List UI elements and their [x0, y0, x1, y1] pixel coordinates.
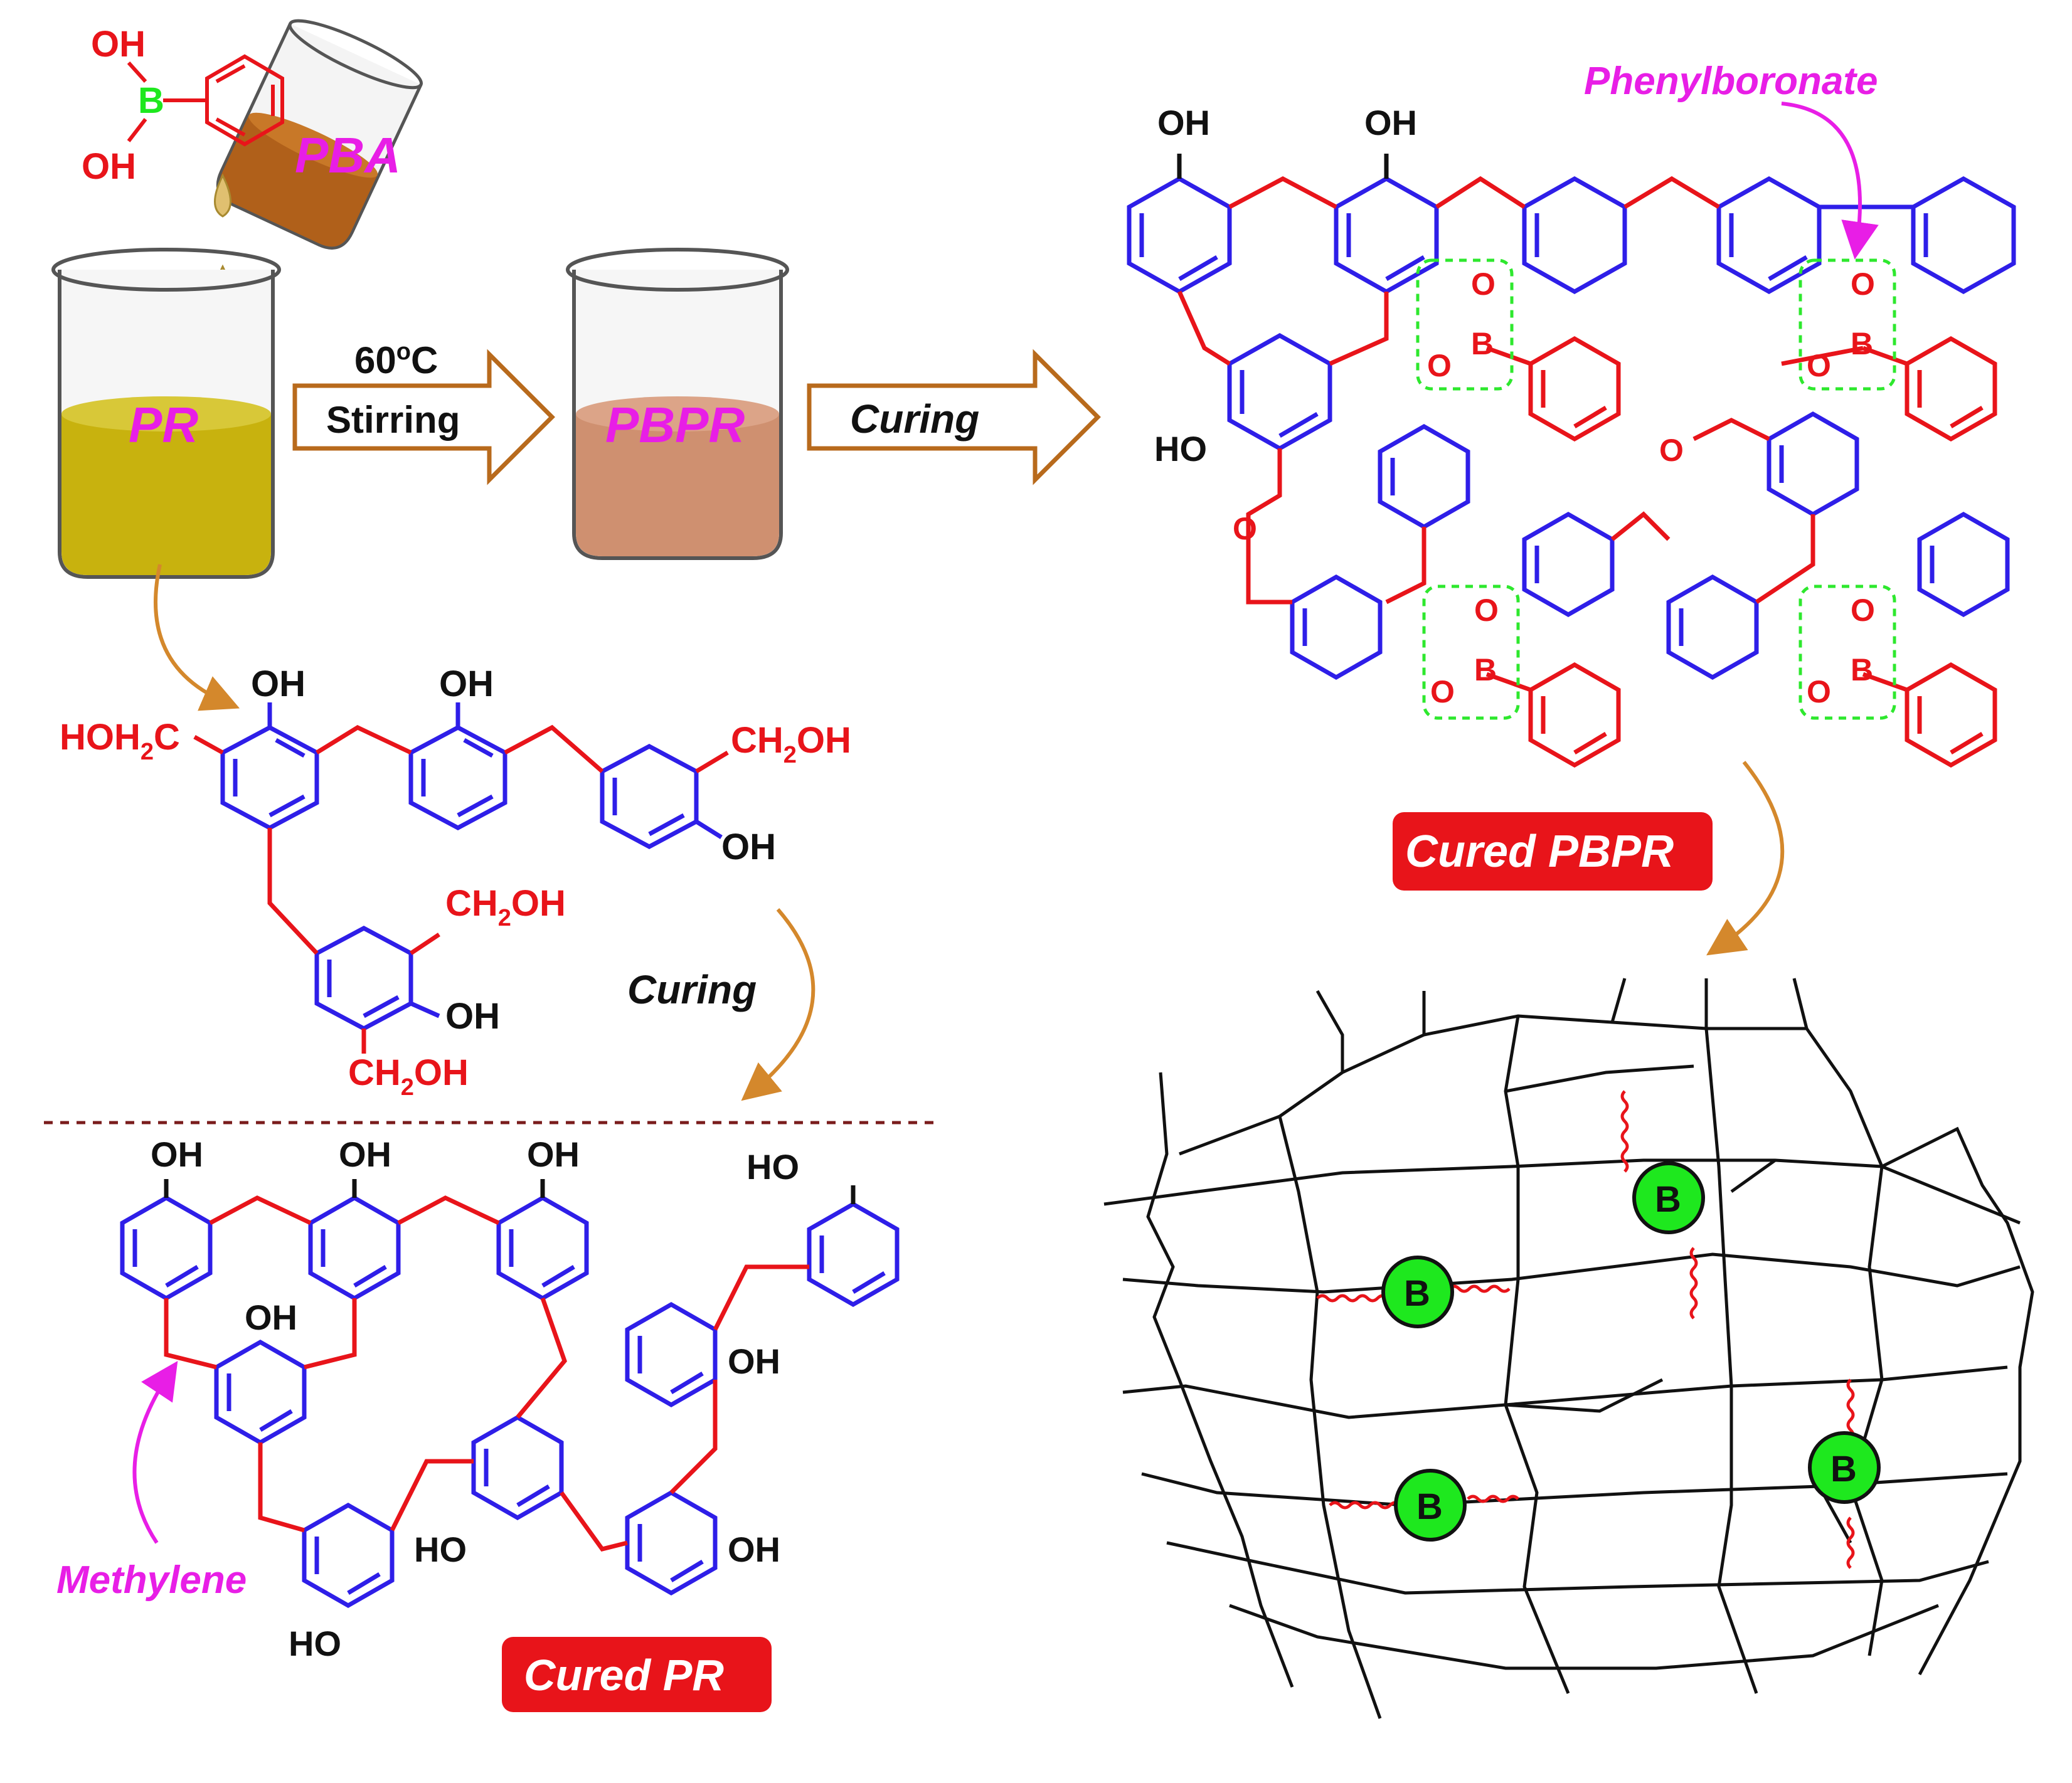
stirring-label: Stirring — [326, 399, 460, 441]
curved-arrow-network — [1706, 761, 1785, 956]
curing-arrow — [807, 349, 1101, 485]
crosslink-network — [1103, 978, 2034, 1719]
o-atom: O — [1427, 348, 1452, 383]
cured-pbpr-structure — [1127, 154, 2016, 768]
cured-pr-ho-i: HO — [289, 1624, 341, 1663]
svg-text:B: B — [1830, 1449, 1857, 1489]
cured-pr-oh-h: OH — [728, 1530, 780, 1569]
pba-boron: B — [138, 80, 164, 121]
pr-molecule — [193, 702, 729, 1054]
cured-pr-ho-g: HO — [414, 1530, 467, 1569]
o-atom: O — [1659, 433, 1684, 468]
o-atom: O — [1807, 674, 1831, 709]
svg-text:B: B — [1655, 1179, 1681, 1220]
pba-oh-bottom: OH — [82, 146, 136, 187]
b-atom: B — [1471, 326, 1494, 361]
pbpr-beaker — [566, 248, 789, 560]
cured-pr-structure — [120, 1179, 900, 1609]
pr-oh-right: OH — [721, 827, 776, 867]
o-atom: O — [1807, 348, 1831, 383]
pba-beaker — [216, 19, 423, 250]
pr-oh-2: OH — [439, 664, 494, 704]
o-atom: O — [1471, 267, 1496, 302]
methylene-label: Methylene — [56, 1558, 247, 1602]
pr-ch2oh-lower-bottom: CH2OH — [348, 1052, 469, 1101]
cured-pr-pill-label: Cured PR — [524, 1651, 724, 1700]
o-atom: O — [1851, 593, 1875, 628]
pbpr-oh-b: OH — [1364, 103, 1417, 142]
pr-hoh2c: HOH2C — [60, 717, 180, 765]
pba-label: PBA — [295, 127, 401, 183]
pba-oh-top: OH — [91, 24, 146, 65]
pr-ch2oh-lower-top: CH2OH — [445, 883, 566, 931]
curved-arrow-pr — [154, 564, 240, 711]
curing-arrow-label: Curing — [850, 396, 979, 442]
boron-node: B — [1381, 1256, 1454, 1328]
boronate-atoms: O B O O B O O B O O B O O O — [1233, 267, 1875, 709]
cured-pr-oh-a: OH — [151, 1135, 203, 1174]
pba-molecule — [127, 54, 284, 147]
cured-pbpr-pill-label: Cured PBPR — [1405, 827, 1674, 877]
cured-pr-oh-b: OH — [339, 1135, 391, 1174]
cured-pr-oh-f: OH — [728, 1341, 780, 1381]
pbpr-label: PBPR — [605, 397, 745, 453]
boron-node: B — [1808, 1431, 1881, 1504]
o-atom: O — [1233, 511, 1257, 546]
pr-oh-lower: OH — [445, 996, 500, 1037]
boron-node: B — [1394, 1469, 1467, 1542]
svg-text:B: B — [1416, 1486, 1443, 1527]
phenylboronate-arrow — [1781, 102, 1879, 260]
pbpr-ho-c: HO — [1154, 429, 1207, 468]
pbpr-oh-a: OH — [1157, 103, 1210, 142]
o-atom: O — [1474, 593, 1499, 628]
svg-text:B: B — [1404, 1273, 1430, 1314]
pr-label: PR — [129, 397, 198, 453]
curved-arrow-curing-left — [741, 908, 816, 1101]
b-atom: B — [1851, 326, 1873, 361]
stirring-arrow — [292, 349, 555, 485]
pr-oh-1: OH — [251, 664, 305, 704]
boronate-ester-boxes — [1416, 258, 1896, 720]
boron-node: B — [1632, 1161, 1705, 1234]
b-atom: B — [1474, 652, 1497, 687]
o-atom: O — [1851, 267, 1875, 302]
phenylboronate-label: Phenylboronate — [1584, 60, 1878, 103]
pr-ch2oh-right: CH2OH — [731, 720, 851, 768]
curing-side-label: Curing — [627, 967, 757, 1012]
pr-beaker — [51, 248, 281, 579]
cured-pr-oh-e: OH — [245, 1298, 297, 1337]
cured-pr-ho-d: HO — [746, 1147, 799, 1187]
methylene-arrow — [132, 1361, 178, 1544]
cured-pr-pill — [502, 1637, 772, 1712]
cured-pbpr-pill — [1393, 812, 1713, 891]
cured-pr-oh-c: OH — [527, 1135, 580, 1174]
o-atom: O — [1430, 674, 1455, 709]
temp-label: 60oC — [354, 339, 438, 381]
b-atom: B — [1851, 652, 1873, 687]
